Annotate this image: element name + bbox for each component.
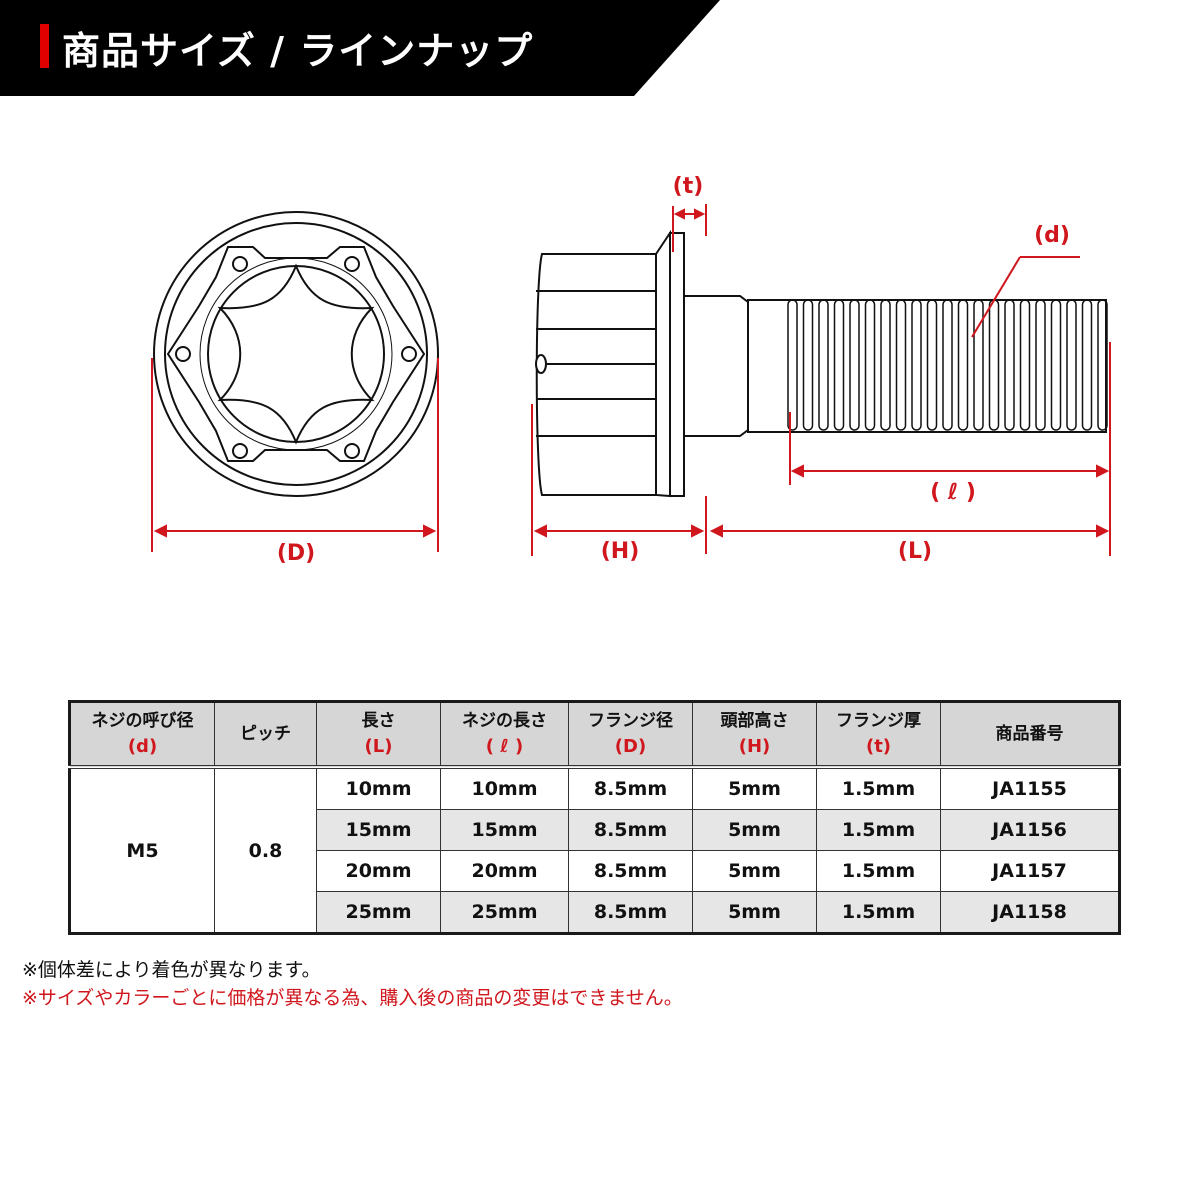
cell-thread-length: 10mm [440,766,569,810]
header-bar: 商品サイズ / ラインナップ [0,0,1200,96]
label-H: (H) [600,539,640,564]
header-thread-length: ネジの長さ( ℓ ) [440,701,569,768]
spec-table: ネジの呼び径(d) ピッチ 長さ(L) ネジの長さ( ℓ ) フランジ径(D) … [68,700,1121,935]
cell-length: 15mm [316,809,441,851]
table-row: 20mm 20mm 8.5mm 5mm 1.5mm JA1157 [70,850,1120,892]
cell-length: 10mm [316,766,441,810]
cell-product-number: JA1157 [940,850,1120,892]
cell-nominal-diameter: M5 [69,766,215,934]
cell-pitch: 0.8 [214,766,317,934]
table-row: 15mm 15mm 8.5mm 5mm 1.5mm JA1156 [70,809,1120,851]
cell-length: 25mm [316,891,441,934]
cell-head-height: 5mm [692,850,817,892]
cell-flange-thickness: 1.5mm [816,891,941,934]
header-flange-diameter: フランジ径(D) [568,701,693,768]
cell-head-height: 5mm [692,891,817,934]
note-no-exchange: ※サイズやカラーごとに価格が異なる為、購入後の商品の変更はできません。 [22,987,683,1009]
cell-length: 20mm [316,850,441,892]
label-d: (d) [1034,223,1070,248]
side-dimensions [531,204,1111,556]
cell-flange-diameter: 8.5mm [568,891,693,934]
cell-flange-thickness: 1.5mm [816,809,941,851]
cell-product-number: JA1155 [940,766,1120,810]
label-l: ( ℓ ) [930,480,976,505]
table-row: 25mm 25mm 8.5mm 5mm 1.5mm JA1158 [70,891,1120,934]
cell-flange-diameter: 8.5mm [568,850,693,892]
note-color-variation: ※個体差により着色が異なります。 [22,959,321,981]
cell-product-number: JA1156 [940,809,1120,851]
header-length: 長さ(L) [316,701,441,768]
header-head-height: 頭部高さ(H) [692,701,817,768]
label-D: (D) [276,541,316,566]
cell-thread-length: 20mm [440,850,569,892]
thread-lines [787,299,1108,431]
cell-flange-diameter: 8.5mm [568,766,693,810]
header-product-number: 商品番号 [940,701,1120,768]
cell-head-height: 5mm [692,766,817,810]
table-row: M5 0.8 10mm 10mm 8.5mm 5mm 1.5mm JA1155 [69,766,1120,934]
label-t: (t) [672,174,704,199]
cell-thread-length: 25mm [440,891,569,934]
bolt-front-view [153,211,439,497]
cell-head-height: 5mm [692,809,817,851]
cell-product-number: JA1158 [940,891,1120,934]
cell-flange-thickness: 1.5mm [816,850,941,892]
header-background [0,0,720,96]
header-accent-mark [40,24,49,68]
header-pitch: ピッチ [214,701,317,768]
bolt-drawing [151,204,1111,556]
cell-flange-thickness: 1.5mm [816,766,941,810]
page-title: 商品サイズ / ラインナップ [62,29,534,73]
cell-thread-length: 15mm [440,809,569,851]
cell-flange-diameter: 8.5mm [568,809,693,851]
dimension-D [151,358,439,552]
bolt-diagram: (D) (t) (d) ( ℓ ) (H) (L) [0,96,1200,656]
label-L: (L) [897,539,933,564]
header-nominal-diameter: ネジの呼び径(d) [69,701,215,768]
table-header-row: ネジの呼び径(d) ピッチ 長さ(L) ネジの長さ( ℓ ) フランジ径(D) … [69,701,1120,768]
header-flange-thickness: フランジ厚(t) [816,701,941,768]
